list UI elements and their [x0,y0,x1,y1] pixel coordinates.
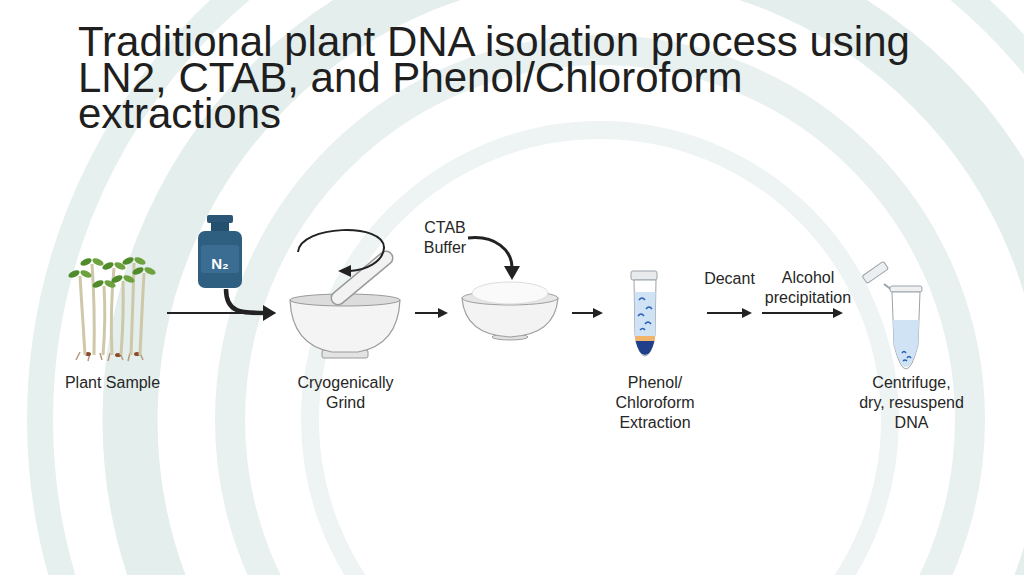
plant-sample-step: Plant Sample [70,255,155,360]
organic-phase [636,341,655,355]
leaf [91,279,104,290]
flow-arrow [415,308,448,318]
buffer-step: CTAB Buffer [460,280,560,340]
leaf [91,257,104,268]
nitrogen-canister-node: N₂ [198,232,242,288]
grind-step: Cryogenically Grind [288,222,403,362]
arrow-line [415,312,440,314]
buffer-arrow [468,238,512,268]
tube-liquid [893,320,919,367]
nitrogen-canister [198,215,242,288]
mortar-bowl [290,300,400,352]
arrow-line [707,312,744,314]
leaf [133,256,146,267]
interphase [635,336,655,341]
edge-label: Decant [704,269,755,289]
plant-stem [140,273,144,355]
flow-arrow [572,308,603,318]
resuspend-step: Centrifuge, dry, resuspend DNA [855,262,930,372]
leaf [143,266,156,277]
arrow-line [226,289,266,313]
aqueous-phase [635,292,656,336]
flow-arrow [707,308,843,318]
extraction-step: Phenol/ Chloroform Extraction [615,268,695,360]
background-arc [230,50,970,575]
tube-lid [862,261,888,283]
leaf [121,256,134,267]
step-label: Phenol/ Chloroform Extraction [600,373,710,433]
step-annotation: Alcohol precipitation [758,268,858,308]
plant-stem [80,276,85,355]
bowl [462,238,558,340]
plant-stem [92,264,94,355]
arrow-head [438,308,448,318]
canister-label: N₂ [198,232,242,288]
leaf [110,274,123,285]
arrow-head [833,308,843,318]
flow-arrow [226,289,276,321]
tube-rim [890,286,922,292]
step-label: Centrifuge, dry, resuspend DNA [858,373,965,433]
canister-body [198,231,242,288]
extraction-tube [631,271,657,356]
leaf [131,266,144,277]
diagram-title: Traditional plant DNA isolation process … [78,24,938,132]
background-arc [40,0,1024,575]
powder [472,282,548,304]
buffer-arrow-head [504,266,520,280]
tube-cap [631,271,657,280]
tube-body [634,280,656,356]
final-tube [862,261,922,369]
leaf [79,257,92,268]
leaf [101,261,114,272]
arrow-head [593,308,603,318]
leaf [67,269,80,280]
plant-stem [103,286,105,355]
plant-stem [121,281,123,355]
arrow-line [572,312,595,314]
grind-arrow-head [338,265,351,277]
step-label: Cryogenically Grind [288,373,403,413]
plant-stem [131,263,134,355]
arrow-head [263,305,276,321]
dna-strands [638,298,652,330]
dna-pellet [902,352,911,362]
arrow-line [762,312,835,314]
pestle-outline [338,258,386,298]
leaf [79,269,92,280]
plant-sprouts [67,256,156,361]
step-label: Plant Sample [40,373,185,393]
leaf [122,274,135,285]
mortar-pestle [290,230,400,358]
pestle [338,258,386,298]
tube-body [892,292,920,369]
grind-arrow [298,230,384,271]
arrow-head [742,308,752,318]
step-label: CTAB Buffer [415,218,475,258]
canister-cap [207,215,233,223]
background-arc [310,130,890,575]
